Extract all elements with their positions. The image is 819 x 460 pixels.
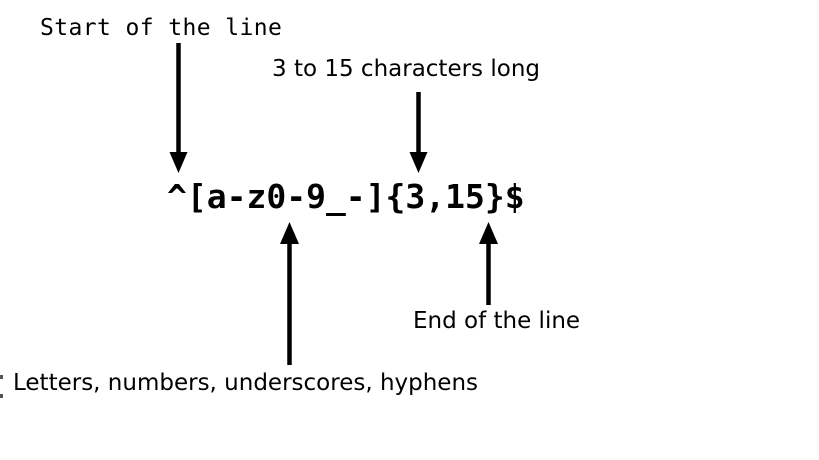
annotation-label-character-class: Letters, numbers, underscores, hyphens <box>13 370 479 396</box>
annotation-label-start-of-line: Start of the line <box>40 15 283 41</box>
arrow-up-character-class <box>280 222 299 365</box>
arrow-down-length-quantifier <box>409 92 428 173</box>
annotation-label-end-of-line: End of the line <box>413 308 581 334</box>
arrow-up-end-of-line <box>479 222 498 305</box>
arrow-down-start-of-line <box>169 43 188 173</box>
clipped-glyph-fragment-top <box>0 375 3 379</box>
clipped-glyph-fragment-bottom <box>0 394 3 398</box>
regex-pattern: ^[a-z0-9_-]{3,15}$ <box>167 177 525 216</box>
annotation-label-length-quantifier: 3 to 15 characters long <box>272 56 540 82</box>
